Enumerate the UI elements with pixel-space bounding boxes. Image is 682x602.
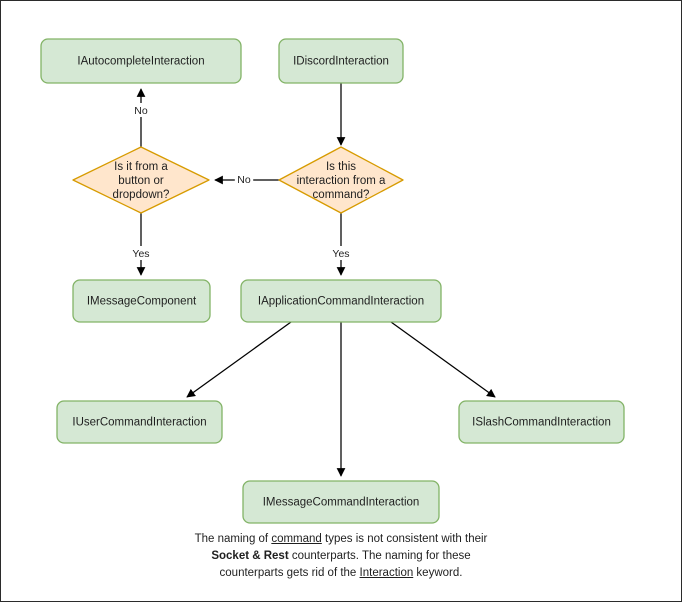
footnote: The naming of command types is not consi…: [1, 531, 681, 582]
edge-app_command-to-slash_command: [390, 321, 496, 398]
edge-label-backdrop: [328, 246, 354, 260]
node-app_command[interactable]: IApplicationCommandInteraction: [240, 279, 442, 323]
footnote-text: types is not consistent with their: [321, 533, 488, 545]
footnote-socket-rest: Socket & Rest: [211, 550, 289, 562]
footnote-text: keyword.: [413, 567, 463, 579]
node-label: IAutocompleteInteraction: [77, 56, 204, 68]
nodes-layer: IAutocompleteInteraction IDiscordInteract…: [40, 38, 625, 524]
node-shape-rect: [242, 480, 440, 524]
edges-layer: [136, 83, 496, 477]
node-user_command[interactable]: IUserCommandInteraction: [56, 400, 223, 444]
node-label: IMessageCommandInteraction: [263, 497, 420, 509]
node-label: IApplicationCommandInteraction: [258, 296, 424, 308]
footnote-text: counterparts gets rid of the: [219, 567, 360, 579]
edge-app_command-to-user_command: [186, 321, 292, 398]
footnote-text: counterparts. The naming for these: [288, 550, 471, 562]
node-discord[interactable]: IDiscordInteraction: [278, 38, 404, 84]
node-slash_command[interactable]: ISlashCommandInteraction: [458, 400, 625, 444]
edge-label-is_command-to-app_command: Yes: [332, 248, 349, 260]
node-label: IDiscordInteraction: [293, 56, 389, 68]
node-shape-diamond: [278, 146, 404, 214]
node-shape-rect: [56, 400, 223, 444]
node-label: IUserCommandInteraction: [72, 417, 206, 429]
edge-label-is_button-to-message_component: Yes: [132, 248, 149, 260]
node-message_component[interactable]: IMessageComponent: [72, 279, 211, 323]
footnote-text: The naming of: [194, 533, 272, 545]
edge-label-backdrop: [131, 103, 151, 117]
node-shape-rect: [458, 400, 625, 444]
footnote-keyword-interaction: Interaction: [359, 567, 414, 579]
node-shape-rect: [72, 279, 211, 323]
footnote-line-2: Socket & Rest counterparts. The naming f…: [1, 548, 681, 565]
node-autocomplete[interactable]: IAutocompleteInteraction: [40, 38, 242, 84]
footnote-line-3: counterparts gets rid of the Interaction…: [1, 565, 681, 582]
edge-label-is_button-to-autocomplete: No: [134, 105, 148, 117]
node-shape-rect: [278, 38, 404, 84]
node-shape-rect: [240, 279, 442, 323]
node-label: IMessageComponent: [87, 296, 197, 308]
node-message_command[interactable]: IMessageCommandInteraction: [242, 480, 440, 524]
node-shape-diamond: [72, 146, 210, 214]
edge-label-is_command-to-is_button: No: [237, 174, 251, 186]
edge-label-backdrop: [128, 246, 154, 260]
footnote-line-1: The naming of command types is not consi…: [1, 531, 681, 548]
node-label: ISlashCommandInteraction: [472, 417, 611, 429]
footnote-keyword-command: command: [271, 533, 322, 545]
node-shape-rect: [40, 38, 242, 84]
edge-label-backdrop: [234, 172, 254, 186]
